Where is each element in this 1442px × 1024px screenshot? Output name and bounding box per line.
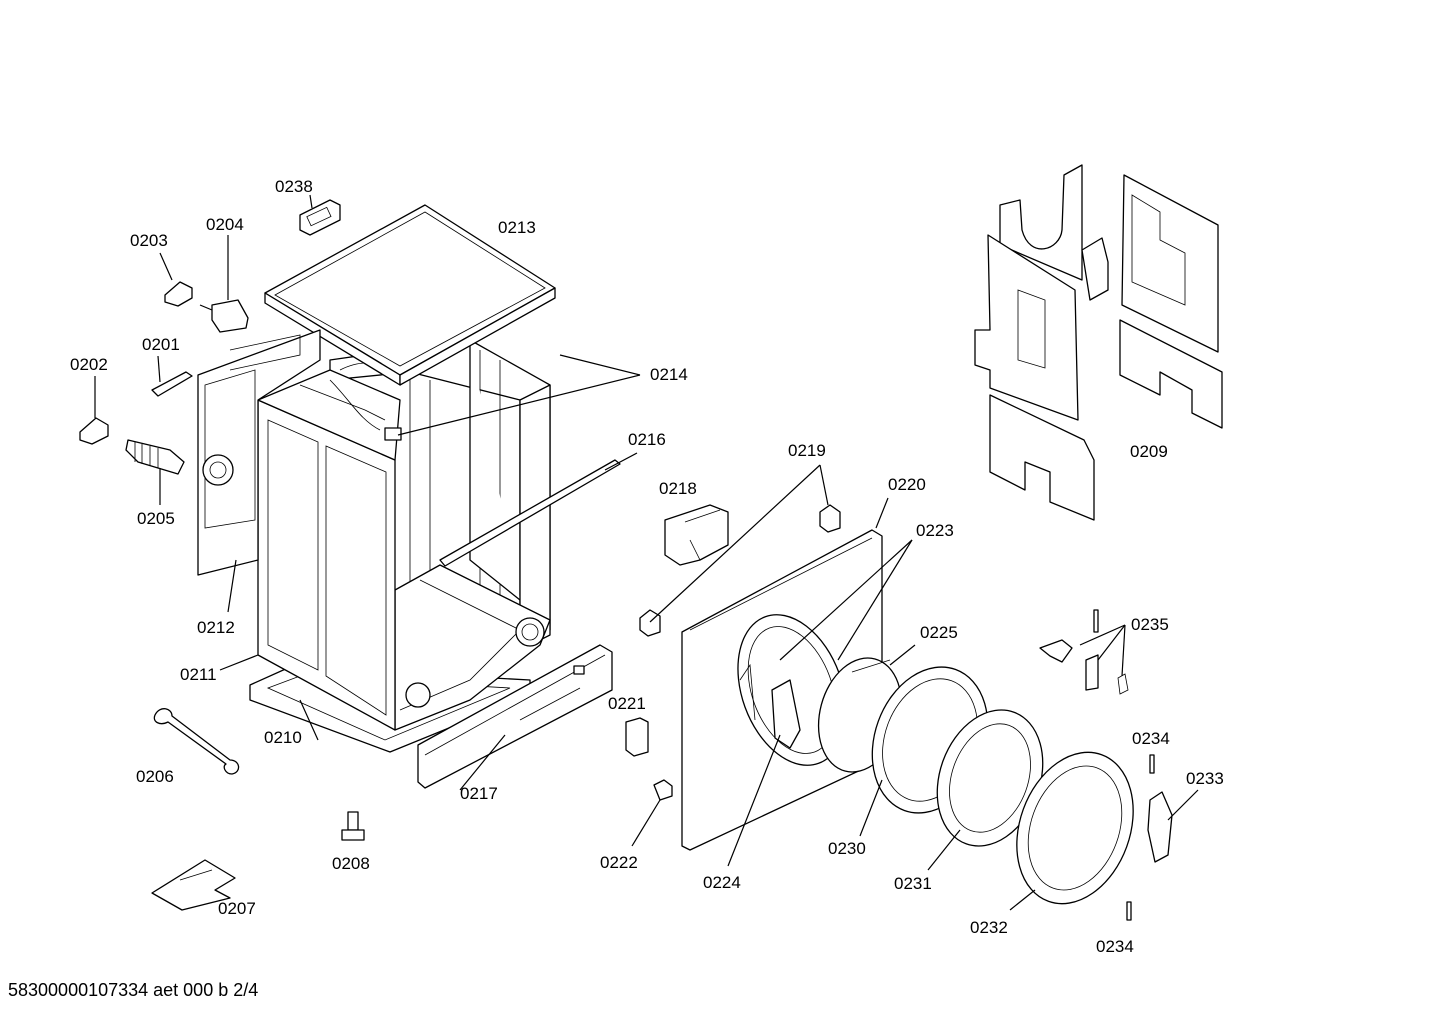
label-0201: 0201 xyxy=(142,335,180,354)
label-0233: 0233 xyxy=(1186,769,1224,788)
small-part-0202 xyxy=(79,417,109,445)
label-0234-bottom: 0234 xyxy=(1096,937,1134,956)
label-0223: 0223 xyxy=(916,521,954,540)
label-0208: 0208 xyxy=(332,854,370,873)
small-part-0238 xyxy=(299,199,341,236)
wrench-tool-part xyxy=(153,708,240,775)
label-0213: 0213 xyxy=(498,218,536,237)
label-0220: 0220 xyxy=(888,475,926,494)
pin-part-0234 xyxy=(1126,754,1155,921)
small-part-0205 xyxy=(125,439,185,475)
label-0211: 0211 xyxy=(180,665,217,684)
small-part-0204 xyxy=(199,299,249,333)
clip-part-0219 xyxy=(639,504,841,637)
top-lid-part xyxy=(264,204,556,386)
rear-panel-part xyxy=(197,329,321,576)
label-0224: 0224 xyxy=(703,873,741,892)
small-part-0203 xyxy=(164,281,193,307)
label-0238: 0238 xyxy=(275,177,313,196)
screw-part-0208 xyxy=(341,811,365,841)
leader-lines xyxy=(94,194,1199,911)
label-0216: 0216 xyxy=(628,430,666,449)
plinth-panel-part xyxy=(417,644,613,789)
label-0214: 0214 xyxy=(650,365,688,384)
label-0217: 0217 xyxy=(460,784,498,803)
label-0206: 0206 xyxy=(136,767,174,786)
label-0219: 0219 xyxy=(788,441,826,460)
label-0231: 0231 xyxy=(894,874,932,893)
label-0222: 0222 xyxy=(600,853,638,872)
label-0225: 0225 xyxy=(920,623,958,642)
label-0204: 0204 xyxy=(206,215,244,234)
hinge-part-0235 xyxy=(1039,609,1129,695)
cabinet-part xyxy=(249,339,551,753)
door-handle-part-0233 xyxy=(1147,791,1173,863)
insulation-part-0209 xyxy=(974,164,1223,521)
label-0235: 0235 xyxy=(1131,615,1169,634)
label-0221: 0221 xyxy=(608,694,646,713)
cross-strut-part xyxy=(439,459,621,567)
label-0218: 0218 xyxy=(659,479,697,498)
clip-part-0221 xyxy=(625,717,649,757)
label-0232: 0232 xyxy=(970,918,1008,937)
label-0234-top: 0234 xyxy=(1132,729,1170,748)
label-0210: 0210 xyxy=(264,728,302,747)
bracket-part-0207 xyxy=(151,859,236,911)
label-0209: 0209 xyxy=(1130,442,1168,461)
label-0207: 0207 xyxy=(218,899,256,918)
label-0230: 0230 xyxy=(828,839,866,858)
clip-part-0222 xyxy=(653,779,673,801)
label-0205: 0205 xyxy=(137,509,175,528)
door-ring-part-0232 xyxy=(1016,751,1134,905)
label-0202: 0202 xyxy=(70,355,108,374)
small-part-0201 xyxy=(151,371,193,397)
label-0212: 0212 xyxy=(197,618,235,637)
door-lock-part-0218 xyxy=(664,504,729,566)
part-labels: 0238 0204 0203 0213 0201 0202 0214 0216 … xyxy=(70,177,1224,956)
label-0203: 0203 xyxy=(130,231,168,250)
document-footer-code: 58300000107334 aet 000 b 2/4 xyxy=(8,980,259,1000)
